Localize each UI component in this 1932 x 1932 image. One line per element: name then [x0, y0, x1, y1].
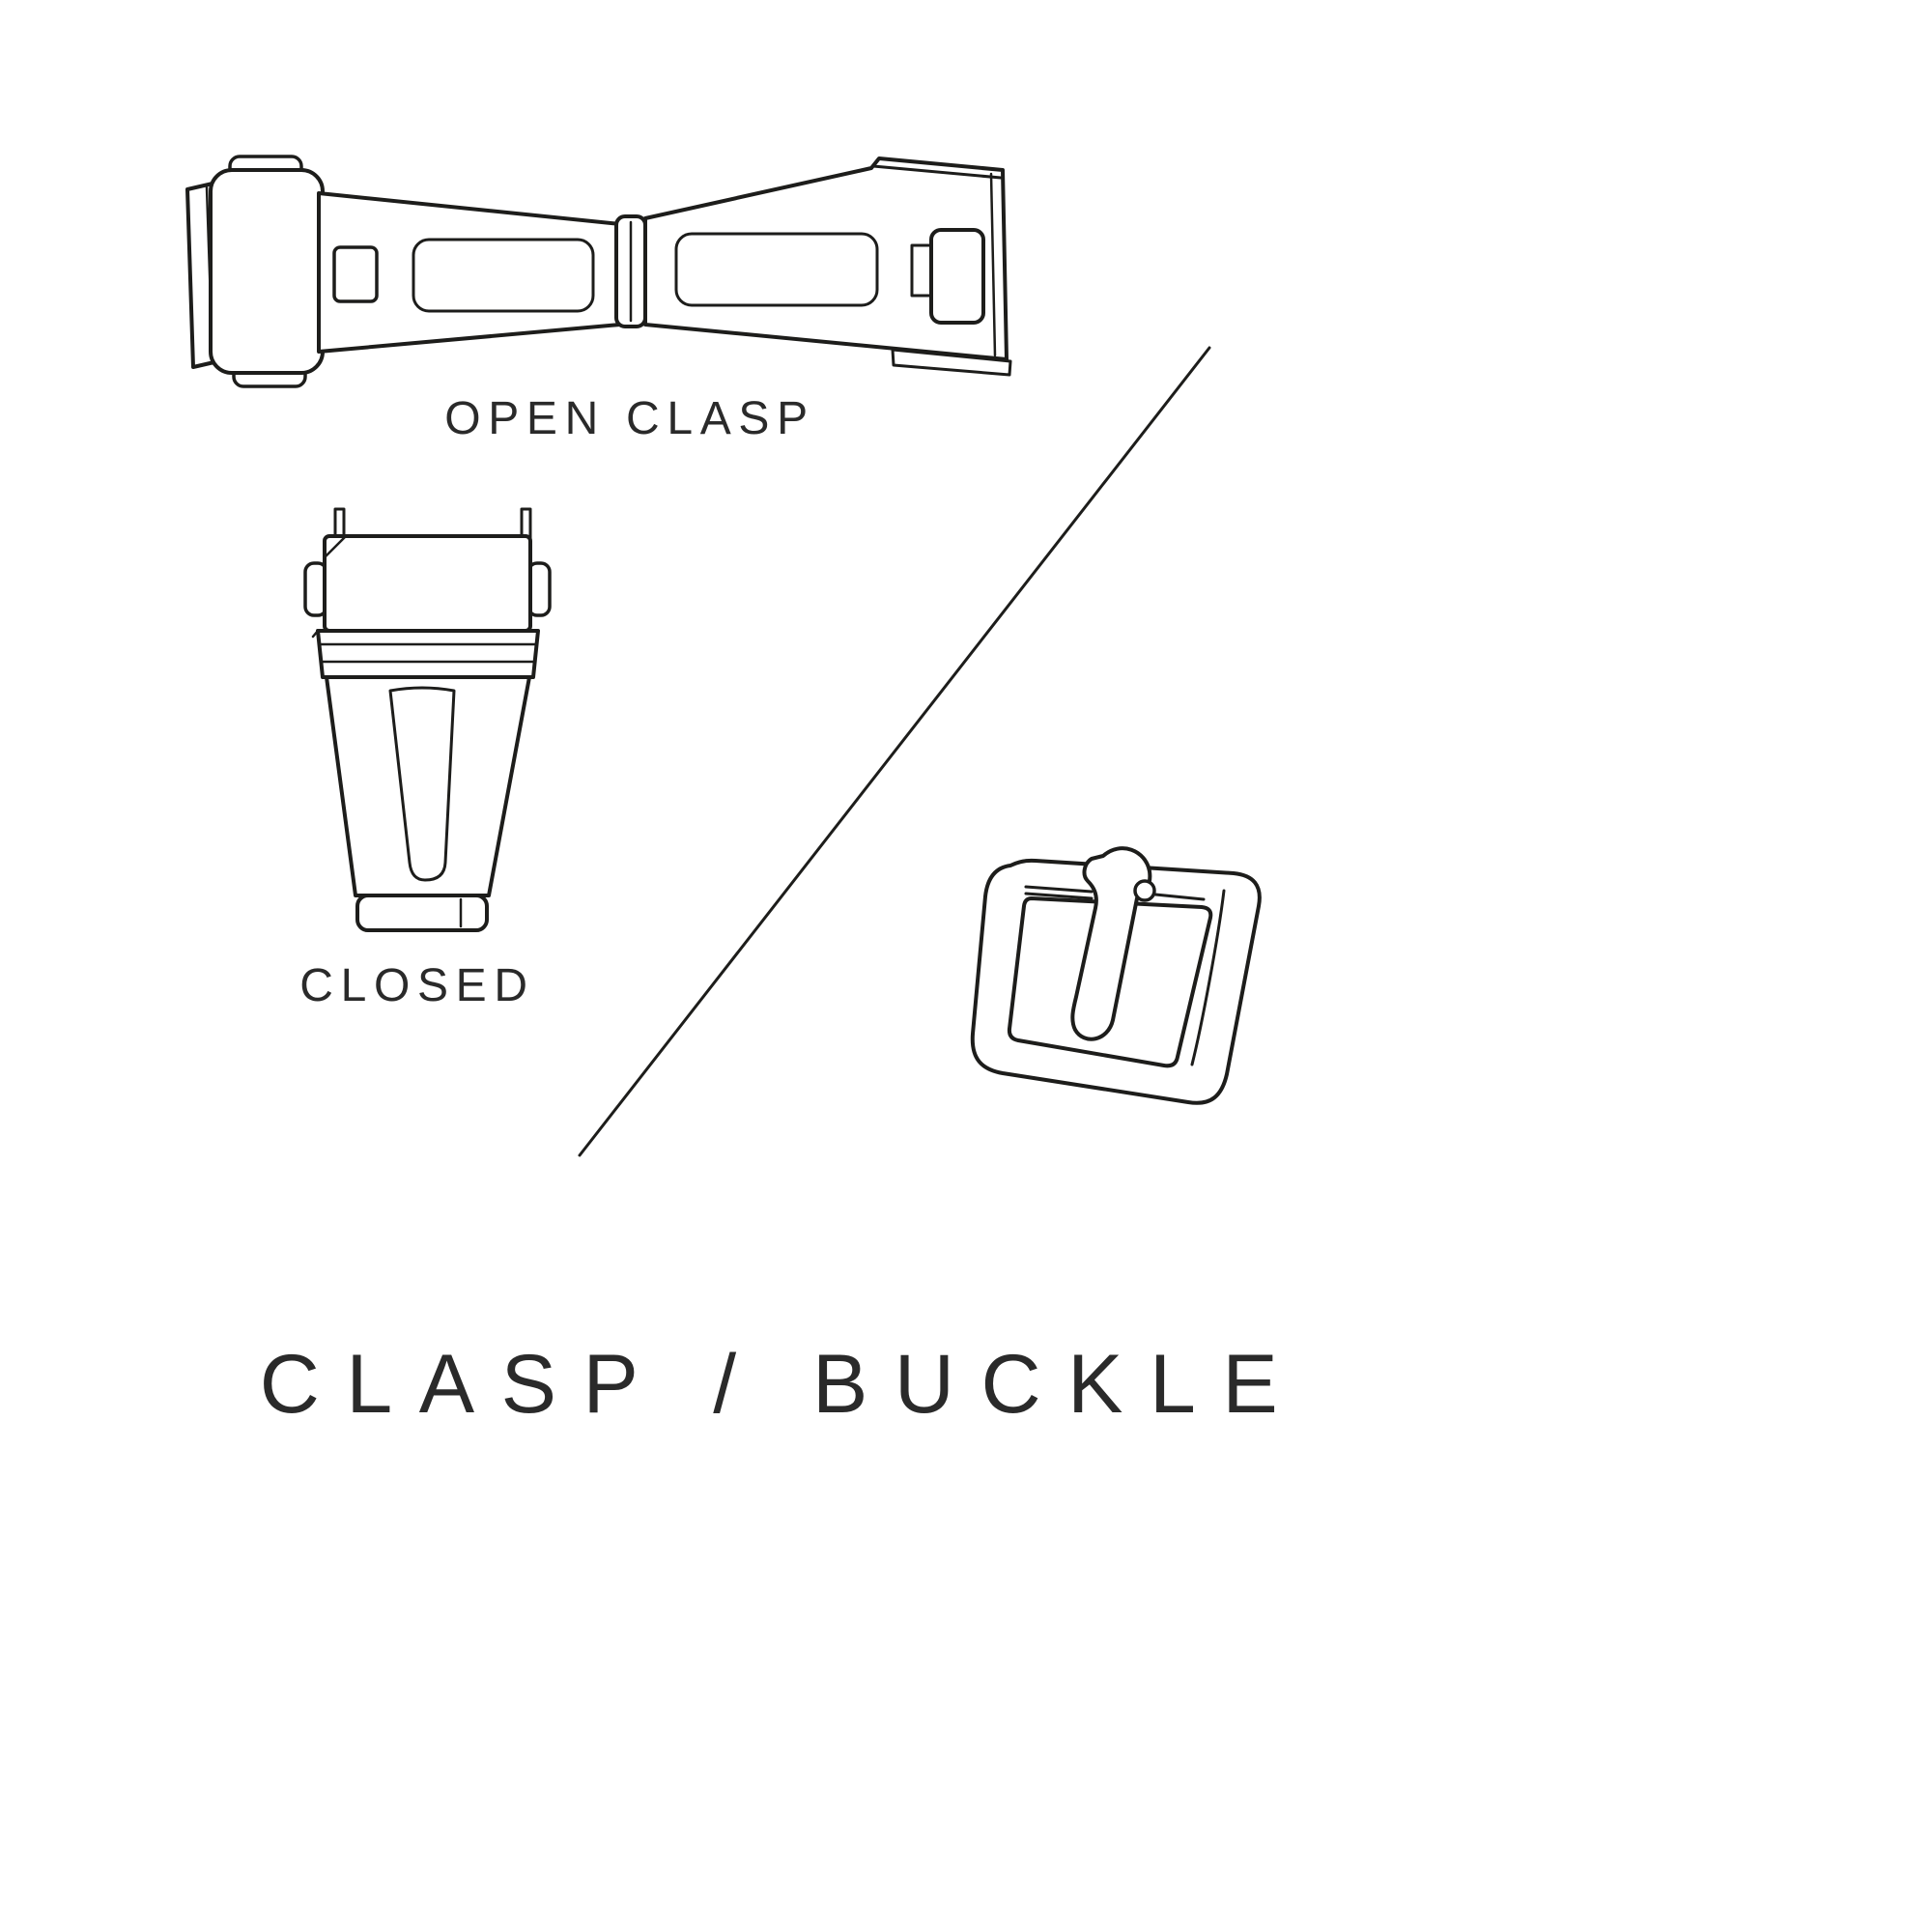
- buckle-right-band-line: [1190, 889, 1226, 1066]
- closed-clasp-label: CLOSED: [299, 960, 535, 1011]
- open-clasp-illustration: [185, 155, 1012, 388]
- closed-clasp-cover: [323, 534, 532, 633]
- buckle-bar-ring: [1133, 879, 1156, 902]
- open-clasp-left-arm-notch: [332, 245, 379, 303]
- open-clasp-left-arm-inner-outline: [412, 238, 595, 313]
- buckle-pin-bar: [1024, 885, 1206, 901]
- open-clasp-left-end-plate: [209, 168, 325, 375]
- closed-clasp-end-cap: [355, 894, 489, 932]
- closed-clasp-cover-fold-line: [323, 534, 348, 559]
- closed-clasp-illustration: [303, 507, 552, 932]
- closed-clasp-band: [316, 629, 540, 679]
- divider-line: [578, 346, 1211, 1157]
- page-title: CLASP / BUCKLE: [259, 1338, 1305, 1431]
- open-clasp-right-flap-edge: [871, 164, 1003, 180]
- buckle-illustration: [970, 846, 1262, 1105]
- closed-clasp-body: [325, 675, 531, 897]
- buckle-tongue: [1070, 846, 1152, 1041]
- open-clasp-right-arm-inner-outline: [674, 232, 879, 307]
- open-clasp-right-bottom-tab: [891, 348, 1012, 377]
- open-clasp-right-arm: [643, 156, 1009, 361]
- open-clasp-right-notch: [910, 243, 933, 298]
- open-clasp-label: OPEN CLASP: [444, 393, 815, 444]
- closed-clasp-body-inner-outline: [388, 686, 456, 882]
- open-clasp-right-hole: [929, 228, 985, 325]
- diagonal-divider-line: [578, 346, 1211, 1157]
- closed-clasp-band-lines: [311, 629, 539, 664]
- open-clasp-right-edge-detail: [989, 172, 997, 357]
